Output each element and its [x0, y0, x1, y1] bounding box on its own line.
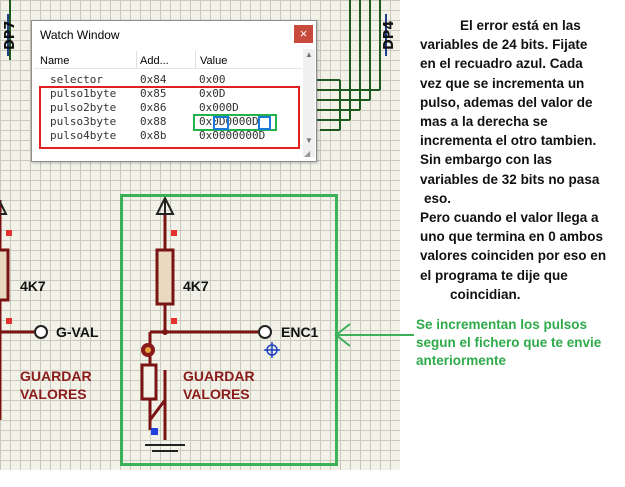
row-name: pulso1byte	[50, 87, 117, 100]
explanation-line: incrementa el otro tambien.	[420, 133, 597, 149]
vertical-scrollbar[interactable]: ▲ ▼	[303, 49, 315, 157]
table-row[interactable]: pulso4byte 0x8b 0x0000000D	[34, 129, 302, 143]
column-header-address[interactable]: Add...	[140, 55, 169, 67]
explanation-line: pulso, ademas del valor de	[420, 94, 593, 110]
table-row[interactable]: pulso1byte 0x85 0x0D	[34, 87, 302, 101]
row-name: pulso2byte	[50, 101, 117, 114]
note-line: Se incrementan los pulsos	[416, 317, 588, 332]
close-icon: ×	[299, 26, 308, 41]
explanation-text: El error está en las variables de 24 bit…	[420, 16, 625, 304]
resistor-label-left: 4K7	[20, 278, 46, 294]
scroll-up-icon[interactable]: ▲	[305, 50, 313, 59]
button-label-left-2: VALORES	[20, 386, 87, 402]
green-note-text: Se incrementan los pulsos segun el fiche…	[416, 316, 625, 370]
row-address: 0x8b	[140, 129, 167, 142]
watch-table-header: Name Add... Value	[34, 51, 302, 69]
watch-window-titlebar[interactable]: Watch Window ×	[32, 21, 316, 47]
row-value: 0x0000000D	[199, 129, 266, 142]
button-label-left-1: GUARDAR	[20, 368, 92, 384]
close-button[interactable]: ×	[294, 25, 313, 43]
terminal-label-enc1[interactable]: ENC1	[281, 324, 319, 340]
table-row[interactable]: selector 0x84 0x00	[34, 73, 302, 87]
row-value: 0x0D	[199, 87, 226, 100]
button-label-right-2: VALORES	[183, 386, 250, 402]
green-circuit-highlight	[120, 194, 338, 466]
blue-highlight-box	[258, 116, 271, 130]
row-value: 0x00	[199, 73, 226, 86]
column-divider[interactable]	[136, 51, 137, 68]
watch-window-title: Watch Window	[40, 28, 120, 42]
explanation-line: valores coinciden por eso en	[420, 248, 607, 264]
resistor-label-right: 4K7	[183, 278, 209, 294]
row-name: pulso4byte	[50, 129, 117, 142]
explanation-line: variables de 24 bits. Fijate	[420, 37, 588, 53]
column-header-value[interactable]: Value	[200, 55, 228, 67]
explanation-line: en el recuadro azul. Cada	[420, 56, 583, 72]
explanation-line: mas a la derecha se	[420, 114, 548, 130]
table-row[interactable]: pulso2byte 0x86 0x000D	[34, 101, 302, 115]
watch-window[interactable]: Watch Window × Name Add... Value selecto…	[31, 20, 317, 162]
blue-highlight-box	[213, 116, 229, 130]
port-label-dp7: DP7	[3, 20, 18, 50]
row-address: 0x86	[140, 101, 167, 114]
row-value: 0x000D	[199, 101, 239, 114]
explanation-line: eso.	[424, 190, 452, 206]
row-address: 0x88	[140, 115, 167, 128]
explanation-line: coincidian.	[450, 286, 521, 302]
note-line: segun el fichero que te envie	[416, 335, 602, 350]
scroll-down-icon[interactable]: ▼	[305, 136, 313, 145]
row-address: 0x84	[140, 73, 167, 86]
red-highlight-box	[39, 86, 300, 149]
green-highlight-box	[193, 114, 277, 131]
explanation-line: El error está en las	[460, 18, 581, 33]
row-name: selector	[50, 73, 103, 86]
port-label-dp4: DP4	[382, 20, 397, 50]
explanation-line: Sin embargo con las	[420, 152, 553, 168]
column-divider[interactable]	[195, 51, 196, 68]
green-arrow-icon	[334, 323, 414, 347]
row-address: 0x85	[140, 87, 167, 100]
row-name: pulso3byte	[50, 115, 117, 128]
explanation-line: variables de 32 bits no pasa	[420, 171, 600, 187]
resize-grip-icon[interactable]: ◢	[304, 149, 311, 158]
note-line: anteriormente	[416, 353, 507, 368]
terminal-label-gval[interactable]: G-VAL	[56, 324, 99, 340]
explanation-line: Pero cuando el valor llega a	[420, 210, 599, 226]
button-label-right-1: GUARDAR	[183, 368, 255, 384]
explanation-line: vez que se incrementa un	[420, 75, 585, 91]
column-header-name[interactable]: Name	[40, 55, 70, 67]
explanation-line: uno que termina en 0 ambos	[420, 229, 604, 245]
explanation-line: el programa te dije que	[420, 267, 568, 283]
